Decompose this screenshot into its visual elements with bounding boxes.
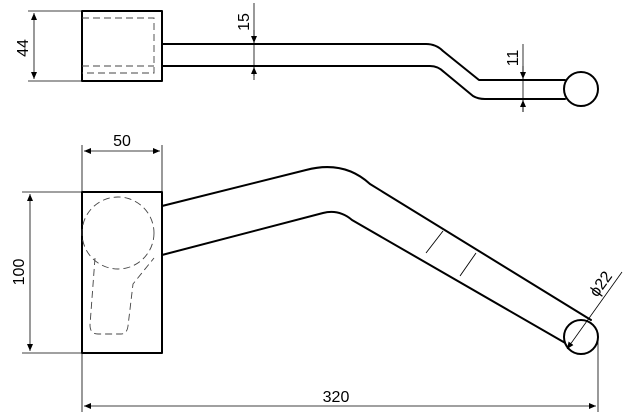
front-view-arm-upper-edge	[161, 166, 592, 321]
dim-44-label: 44	[15, 39, 32, 57]
dim-11-label: 11	[505, 50, 522, 67]
top-view-lever-upper-edge	[161, 43, 566, 81]
front-view-arm-lower-edge	[161, 210, 568, 345]
dim-100-label: 100	[11, 259, 28, 286]
front-view-hidden-bore	[81, 196, 155, 270]
front-view-ball	[563, 319, 599, 355]
top-view-hidden-bore	[82, 17, 155, 74]
dim-ball-leader	[566, 271, 623, 350]
dim-ball-label: ϕ22	[587, 268, 617, 300]
top-view-ball	[563, 71, 599, 107]
dim-15-label: 15	[236, 13, 253, 31]
top-view-hub	[81, 10, 163, 82]
front-view-hub	[81, 191, 163, 354]
top-view: 44 15 11	[15, 3, 599, 112]
front-view-hidden-slot	[89, 257, 155, 335]
top-view-lever-lower-edge	[161, 65, 566, 100]
front-view-section-line-1	[425, 230, 444, 254]
front-view-section-line-2	[459, 252, 477, 277]
dim-320-label: 320	[323, 389, 350, 406]
dim-50-label: 50	[113, 133, 131, 150]
front-view: 50 100 320 ϕ22	[11, 133, 623, 412]
